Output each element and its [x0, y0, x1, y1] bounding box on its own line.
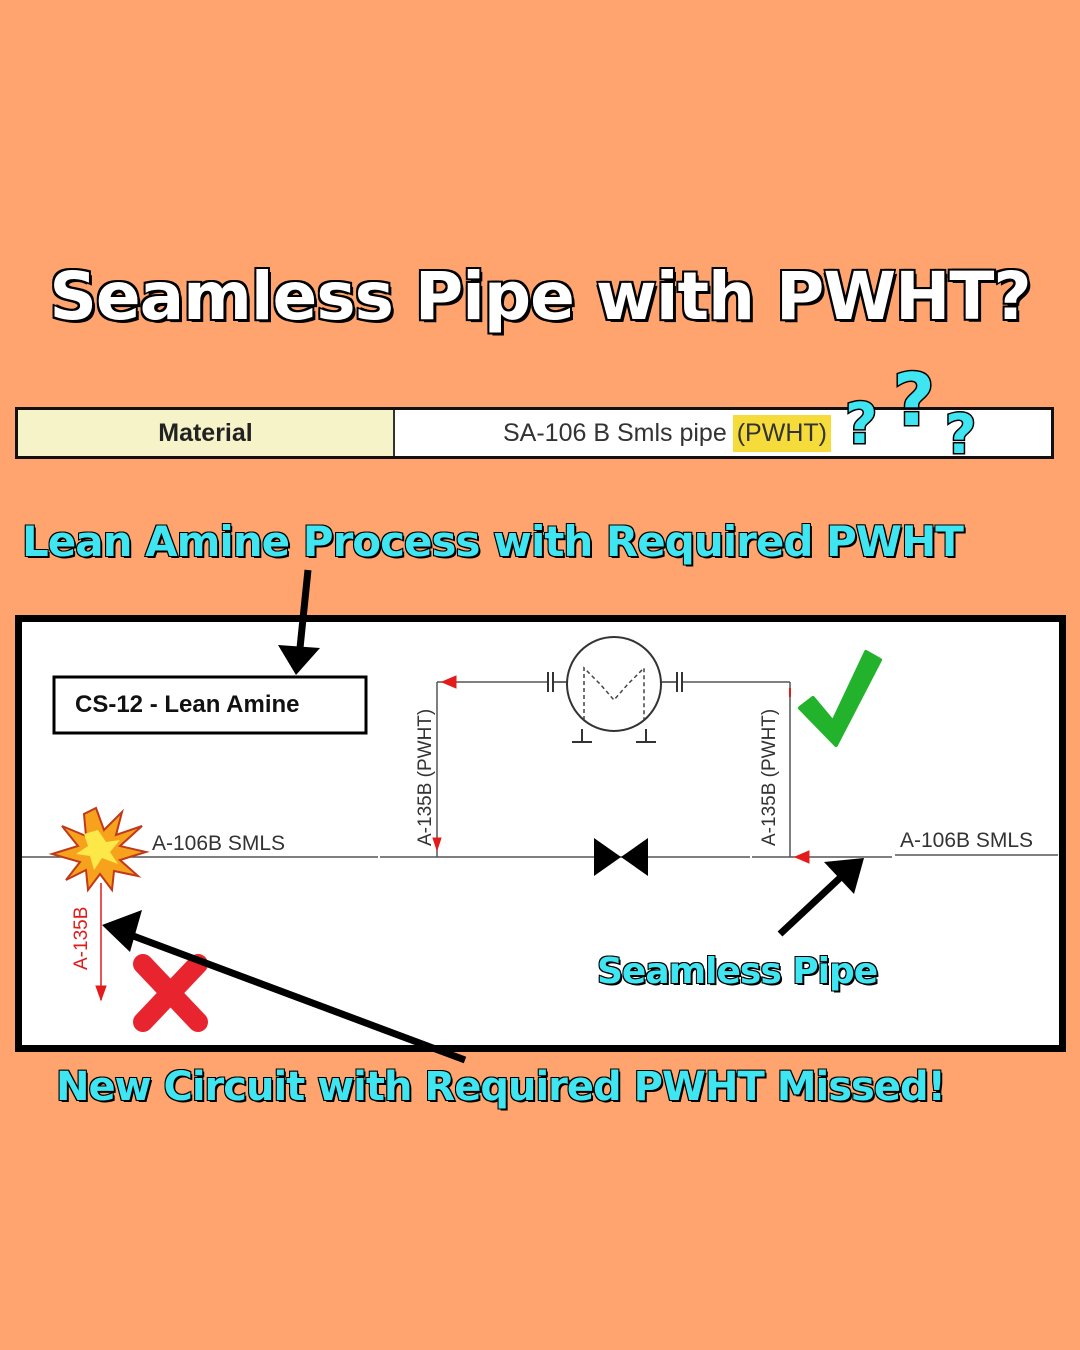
page-title: Seamless Pipe with PWHT? — [48, 257, 1033, 337]
flow-arrow — [793, 850, 810, 864]
left-pipe-label: A-106B SMLS — [152, 832, 285, 855]
annotation-lean-amine: Lean Amine Process with Required PWHT — [21, 516, 965, 567]
svg-text:?: ? — [945, 403, 976, 463]
flow-arrow — [440, 675, 457, 689]
annotation-seamless-pipe: Seamless Pipe — [596, 950, 879, 993]
right-pipe-label: A-106B SMLS — [900, 829, 1033, 852]
heat-exchanger-icon — [553, 636, 677, 743]
material-label: Material — [18, 410, 395, 456]
pwht-highlight: (PWHT) — [732, 414, 831, 452]
arrow-to-new-circuit — [126, 930, 467, 1064]
material-value: SA-106 B Smls pipe — [503, 418, 727, 447]
svg-text:?: ? — [845, 392, 877, 457]
branch-right-label: A-135B (PWHT) — [759, 709, 780, 846]
cross-icon — [133, 954, 208, 1032]
circuit-box-label: CS-12 - Lean Amine — [75, 691, 300, 718]
question-marks-icon: ? ? ? — [845, 363, 978, 463]
arrow-to-seamless-pipe — [777, 873, 845, 937]
branch-left-label: A-135B (PWHT) — [415, 709, 436, 846]
circuit-box — [52, 675, 368, 735]
gate-valve-icon — [594, 838, 648, 876]
material-table: Material SA-106 B Smls pipe (PWHT) — [15, 407, 1054, 459]
arrow-to-circuit-box — [296, 569, 312, 649]
material-value-cell: SA-106 B Smls pipe (PWHT) — [395, 410, 1051, 456]
new-branch-label: A-135B — [71, 907, 92, 970]
svg-text:?: ? — [893, 363, 935, 442]
annotation-new-circuit: New Circuit with Required PWHT Missed! — [55, 1063, 947, 1111]
check-icon — [798, 650, 882, 747]
